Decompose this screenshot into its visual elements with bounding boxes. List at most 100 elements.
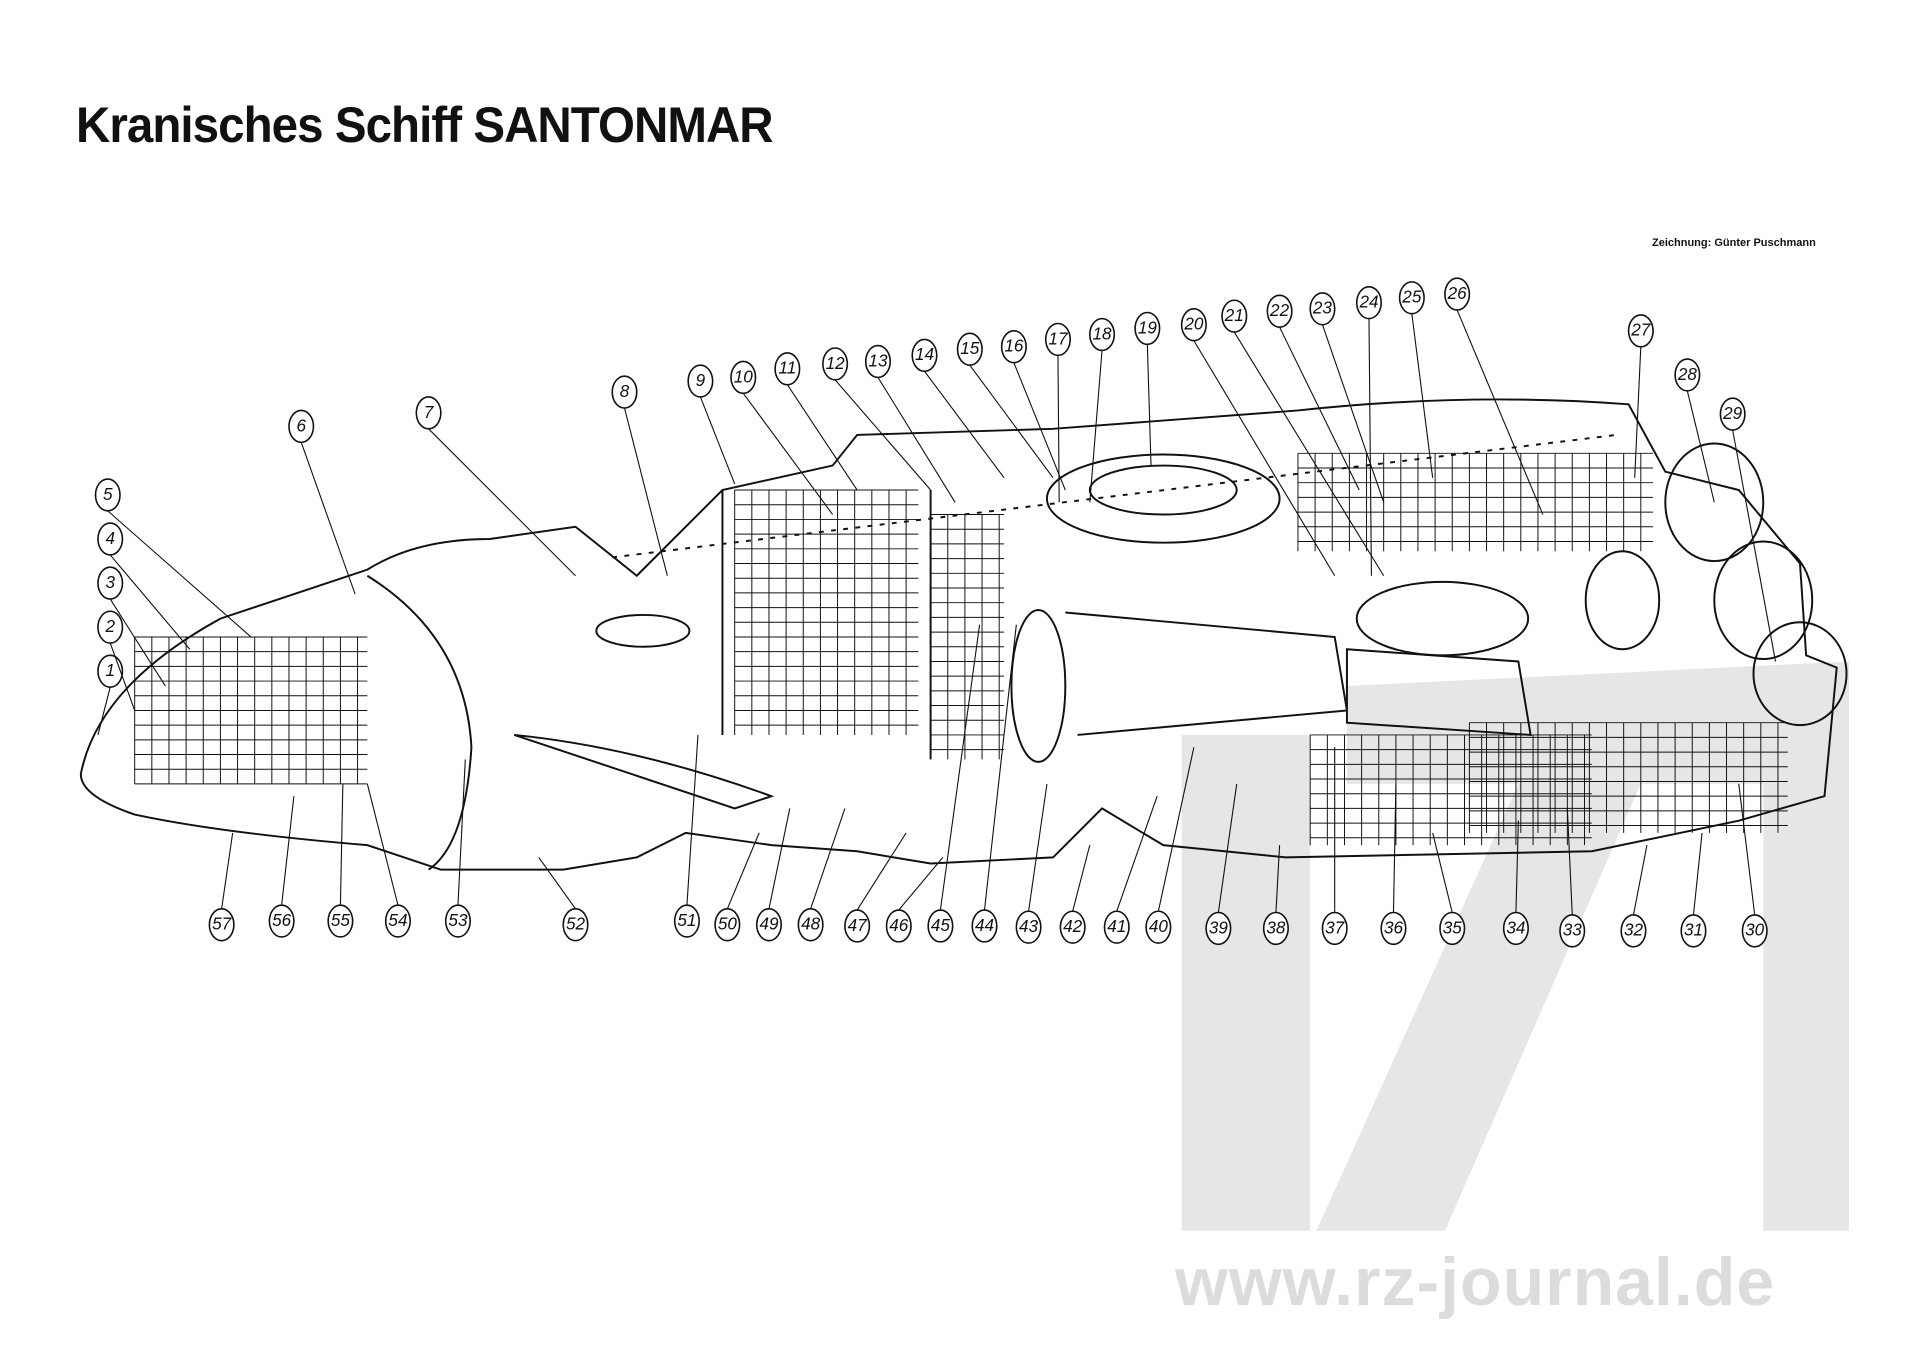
callout-number: 19 (1138, 317, 1158, 337)
callout-number: 40 (1149, 916, 1169, 936)
callout-16: 16 (1000, 330, 1066, 491)
leader-line (1013, 362, 1066, 491)
callout-circle (1627, 314, 1654, 348)
callout-circle (822, 347, 849, 381)
leader-line (1456, 309, 1544, 515)
callout-circle (956, 332, 983, 366)
leader-line (1279, 326, 1360, 491)
leader-line (109, 598, 166, 687)
callout-17: 17 (1044, 322, 1071, 503)
callout-number: 4 (105, 528, 115, 548)
leader-line (1146, 344, 1152, 466)
leader-line (339, 783, 344, 906)
leader-line (856, 832, 907, 911)
leader-line (623, 407, 668, 576)
callout-circle (1620, 914, 1647, 948)
callout-54: 54 (366, 783, 411, 938)
callout-number: 6 (296, 415, 306, 435)
callout-number: 22 (1269, 300, 1290, 320)
callout-7: 7 (415, 396, 576, 577)
callout-circle (864, 344, 891, 379)
callout-circle (1205, 911, 1232, 946)
callout-number: 37 (1325, 917, 1346, 937)
callout-circle (1719, 397, 1746, 431)
callout-11: 11 (774, 352, 858, 491)
callout-number: 52 (566, 914, 586, 934)
leader-line (1193, 340, 1336, 577)
leader-line (1089, 350, 1103, 503)
leader-line (768, 808, 791, 909)
leader-line (1738, 783, 1756, 916)
callout-circle (971, 909, 998, 943)
callout-circle (687, 364, 714, 398)
callout-number: 55 (331, 910, 351, 930)
callout-number: 10 (734, 366, 754, 386)
callout-13: 13 (864, 344, 956, 503)
ship-hull (79, 398, 1848, 871)
callout-46: 46 (885, 857, 944, 943)
leader-line (538, 857, 576, 910)
leader-line (877, 377, 956, 503)
callout-39: 39 (1205, 783, 1238, 946)
leader-line (834, 379, 932, 491)
callout-circle (1741, 914, 1768, 948)
leader-line (924, 370, 1005, 479)
callout-circle (885, 909, 912, 943)
callout-circle (1103, 910, 1130, 944)
callout-26: 26 (1444, 277, 1544, 515)
callout-number: 29 (1722, 403, 1743, 423)
callout-28: 28 (1674, 358, 1715, 503)
leader-line (1732, 429, 1777, 662)
callout-circle (1355, 285, 1383, 320)
callout-14: 14 (911, 338, 1005, 479)
callout-21: 21 (1221, 299, 1385, 577)
callout-circle (1309, 292, 1336, 326)
callout-circle (844, 909, 871, 943)
callout-2: 2 (97, 610, 136, 711)
callout-circle (774, 352, 801, 386)
leader-line (300, 442, 356, 595)
callout-31: 31 (1680, 832, 1707, 948)
callout-number: 54 (388, 910, 407, 930)
callout-24: 24 (1355, 285, 1383, 576)
leader-line (898, 857, 944, 911)
callout-number: 41 (1107, 916, 1126, 936)
callout-4: 4 (97, 522, 191, 650)
callout-number: 5 (103, 484, 113, 504)
leader-line (1632, 845, 1648, 916)
page-title: Kranisches Schiff SANTONMAR (76, 97, 774, 153)
callout-number: 49 (759, 914, 779, 934)
callout-circle (1321, 911, 1348, 946)
callout-35: 35 (1432, 832, 1466, 946)
callout-number: 44 (975, 915, 994, 935)
callout-number: 35 (1443, 917, 1463, 937)
leader-line (97, 687, 111, 736)
callout-number: 15 (960, 338, 980, 358)
callout-circle (327, 904, 354, 938)
callout-32: 32 (1620, 845, 1648, 948)
callout-number: 42 (1063, 916, 1083, 936)
callout-number: 48 (801, 914, 821, 934)
leader-line (1072, 845, 1091, 912)
callout-circle (97, 654, 124, 688)
callout-number: 30 (1745, 920, 1765, 940)
callout-56: 56 (268, 796, 295, 938)
callout-number: 34 (1506, 917, 1525, 937)
leader-line (1116, 795, 1158, 912)
callout-circle (288, 409, 315, 444)
callout-number: 43 (1019, 916, 1039, 936)
callout-circle (1059, 910, 1086, 944)
callout-30: 30 (1738, 783, 1768, 948)
callout-circle (97, 566, 124, 600)
leader-line (1692, 832, 1703, 915)
callout-number: 18 (1093, 323, 1113, 343)
callout-27: 27 (1627, 314, 1654, 478)
callout-circle (1380, 911, 1407, 946)
callout-33: 33 (1559, 808, 1586, 948)
callout-number: 57 (212, 914, 233, 934)
callout-41: 41 (1103, 795, 1158, 944)
callout-number: 33 (1563, 920, 1583, 940)
callout-18: 18 (1089, 317, 1116, 503)
callout-51: 51 (673, 734, 700, 938)
